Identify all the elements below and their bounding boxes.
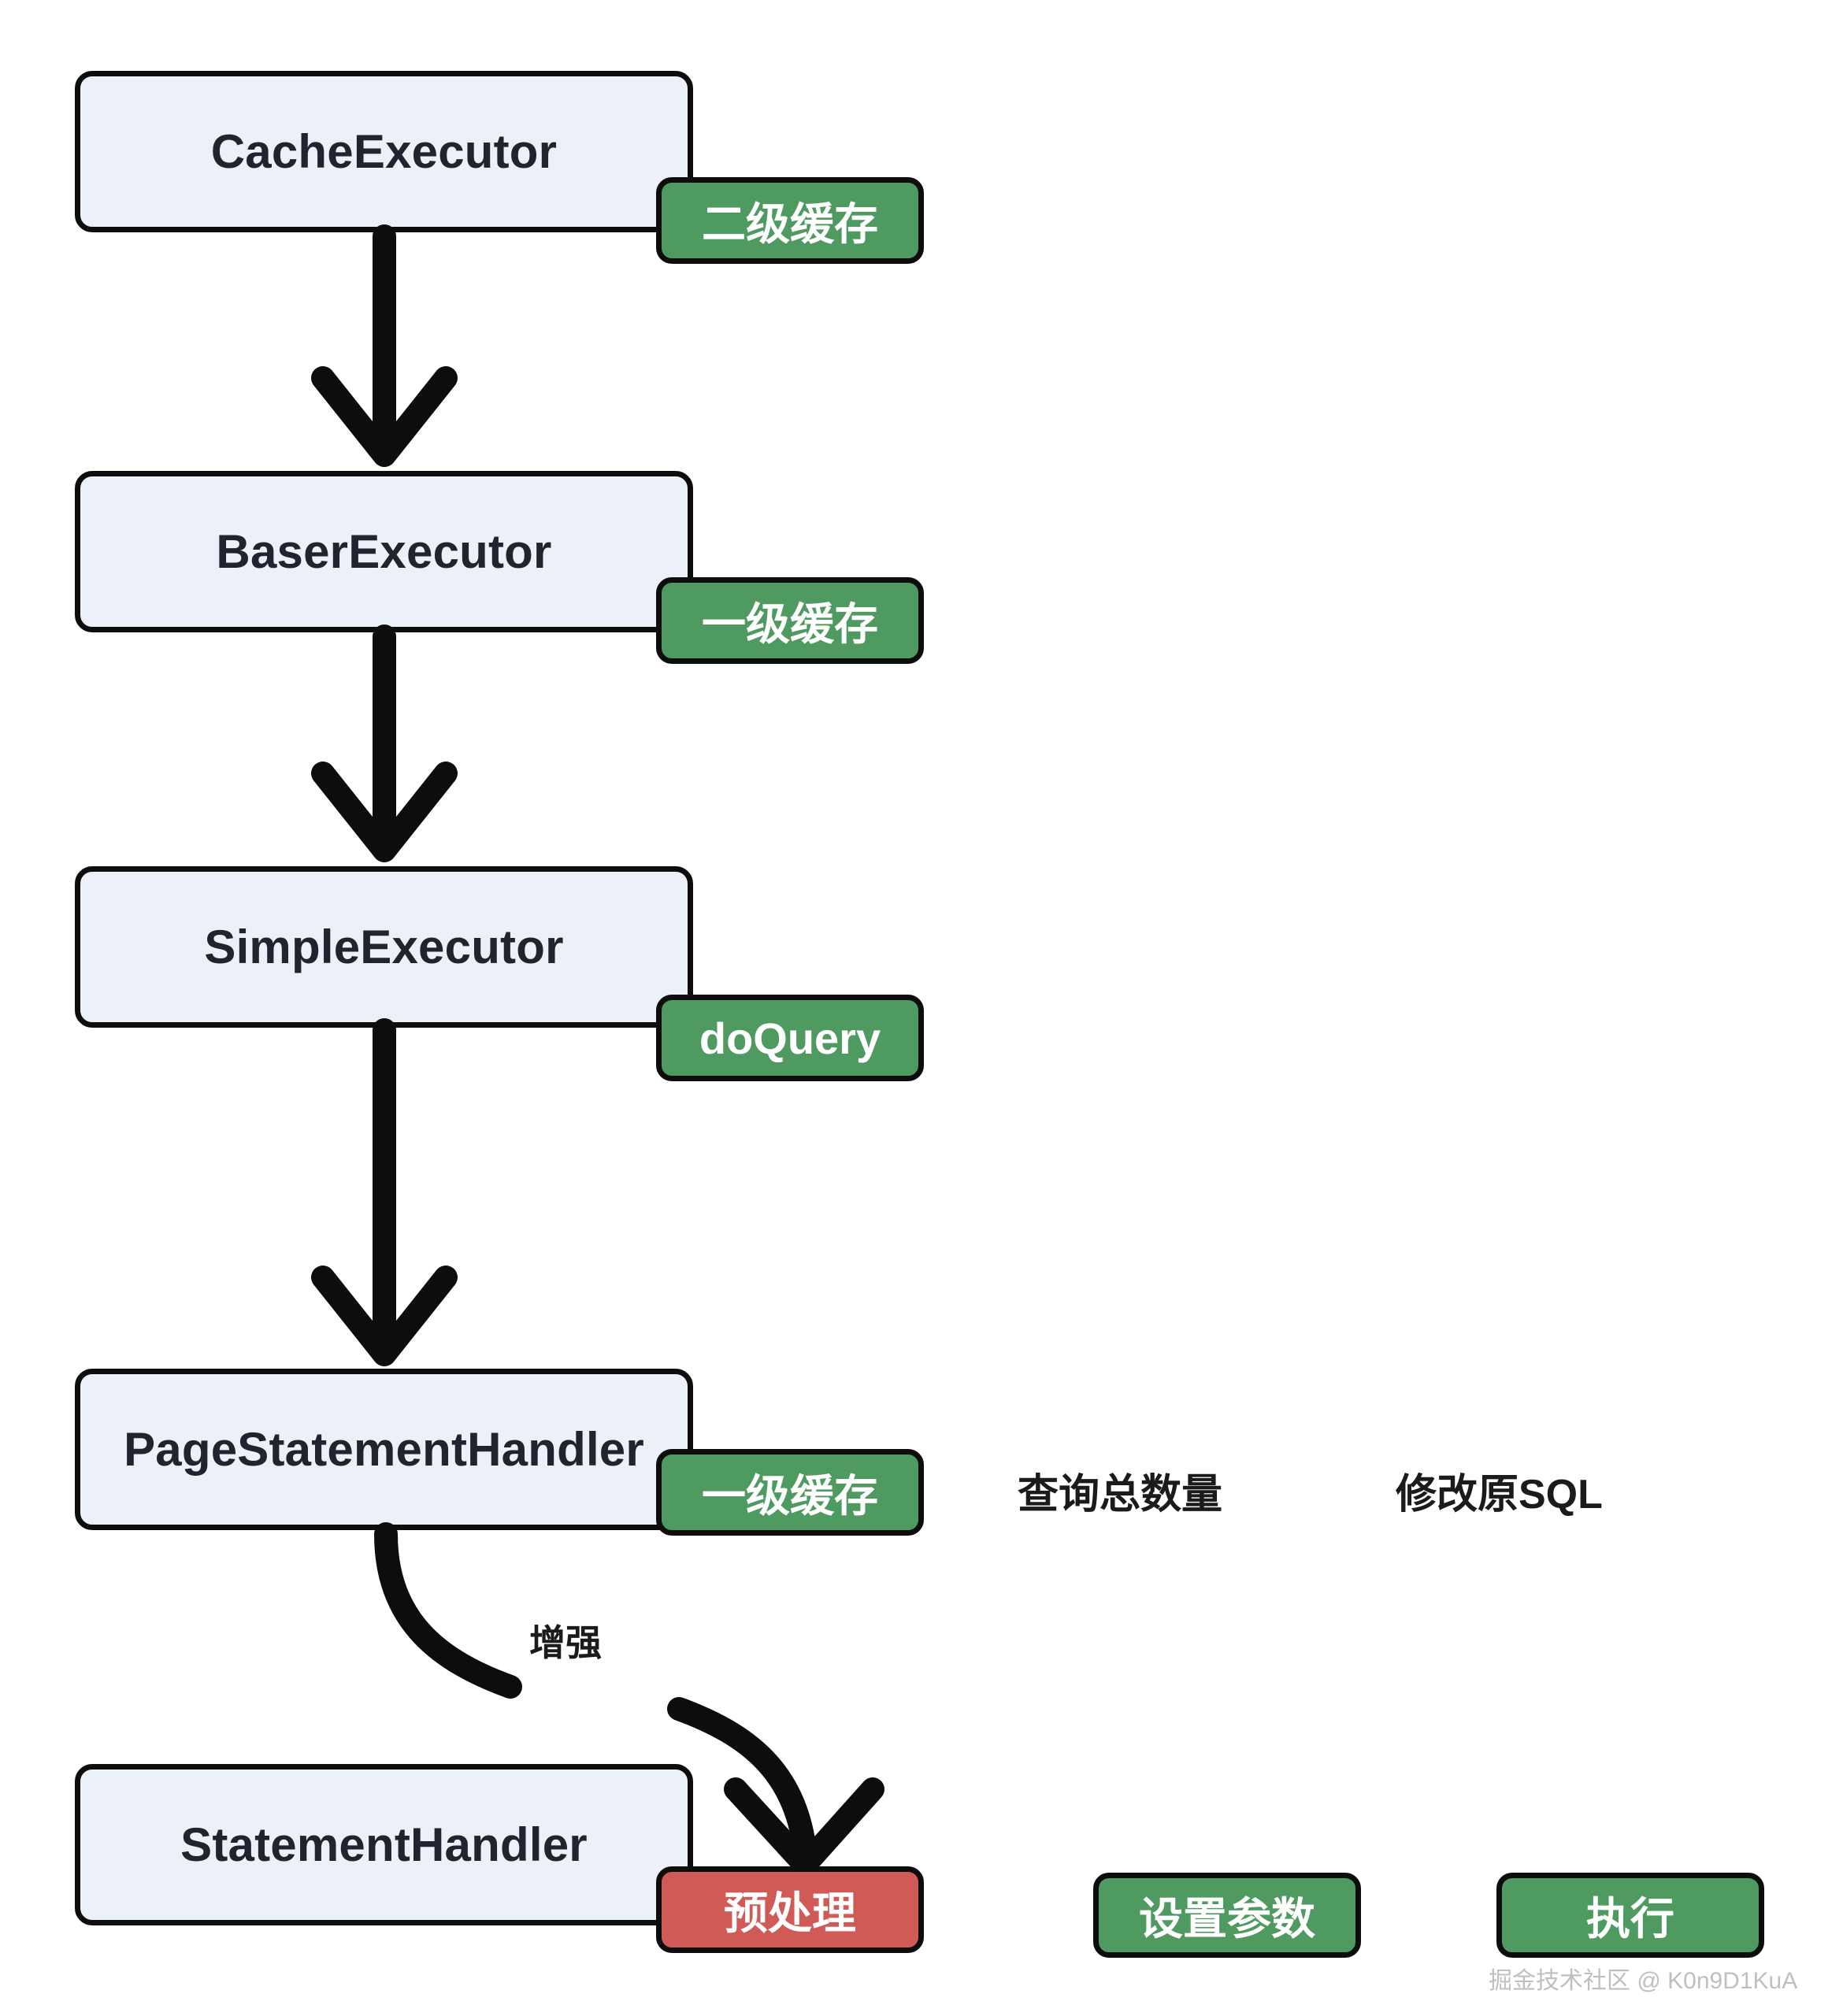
button-execute[interactable]: 执行 [1496, 1873, 1764, 1958]
node-page-statement-handler[interactable]: PageStatementHandler [75, 1369, 693, 1530]
node-label: PageStatementHandler [124, 1423, 644, 1476]
node-label: StatementHandler [180, 1818, 588, 1871]
button-set-parameters[interactable]: 设置参数 [1093, 1873, 1361, 1958]
button-label: 设置参数 [1139, 1893, 1315, 1944]
annotation-modify-origin-sql: 修改原SQL [1396, 1472, 1603, 1518]
badge-label: 二级缓存 [702, 198, 878, 249]
badge-second-level-cache[interactable]: 二级缓存 [656, 177, 924, 264]
badge-do-query[interactable]: doQuery [656, 995, 924, 1081]
node-baser-executor[interactable]: BaserExecutor [75, 471, 693, 632]
node-label: SimpleExecutor [204, 921, 564, 973]
arrow-cache-to-baser [311, 224, 458, 467]
node-label: CacheExecutor [210, 125, 558, 178]
node-cache-executor[interactable]: CacheExecutor [75, 71, 693, 232]
badge-label: doQuery [699, 1013, 881, 1063]
badge-prepare[interactable]: 预处理 [656, 1866, 924, 1953]
node-statement-handler[interactable]: StatementHandler [75, 1764, 693, 1925]
node-label: BaserExecutor [216, 525, 552, 578]
badge-first-level-cache[interactable]: 一级缓存 [656, 577, 924, 664]
badge-first-level-cache-2[interactable]: 一级缓存 [656, 1449, 924, 1536]
button-label: 执行 [1586, 1893, 1674, 1944]
annotation-query-total-count: 查询总数量 [1018, 1472, 1223, 1518]
badge-label: 一级缓存 [702, 1470, 878, 1521]
arrow-baser-to-simple [311, 624, 458, 862]
node-simple-executor[interactable]: SimpleExecutor [75, 866, 693, 1028]
badge-label: 预处理 [724, 1888, 856, 1938]
watermark-text: 掘金技术社区 @ K0n9D1KuA [1489, 1968, 1798, 1994]
badge-label: 一级缓存 [702, 598, 878, 649]
edge-label-enhance: 增强 [529, 1622, 602, 1663]
arrow-simple-to-page [311, 1018, 458, 1366]
